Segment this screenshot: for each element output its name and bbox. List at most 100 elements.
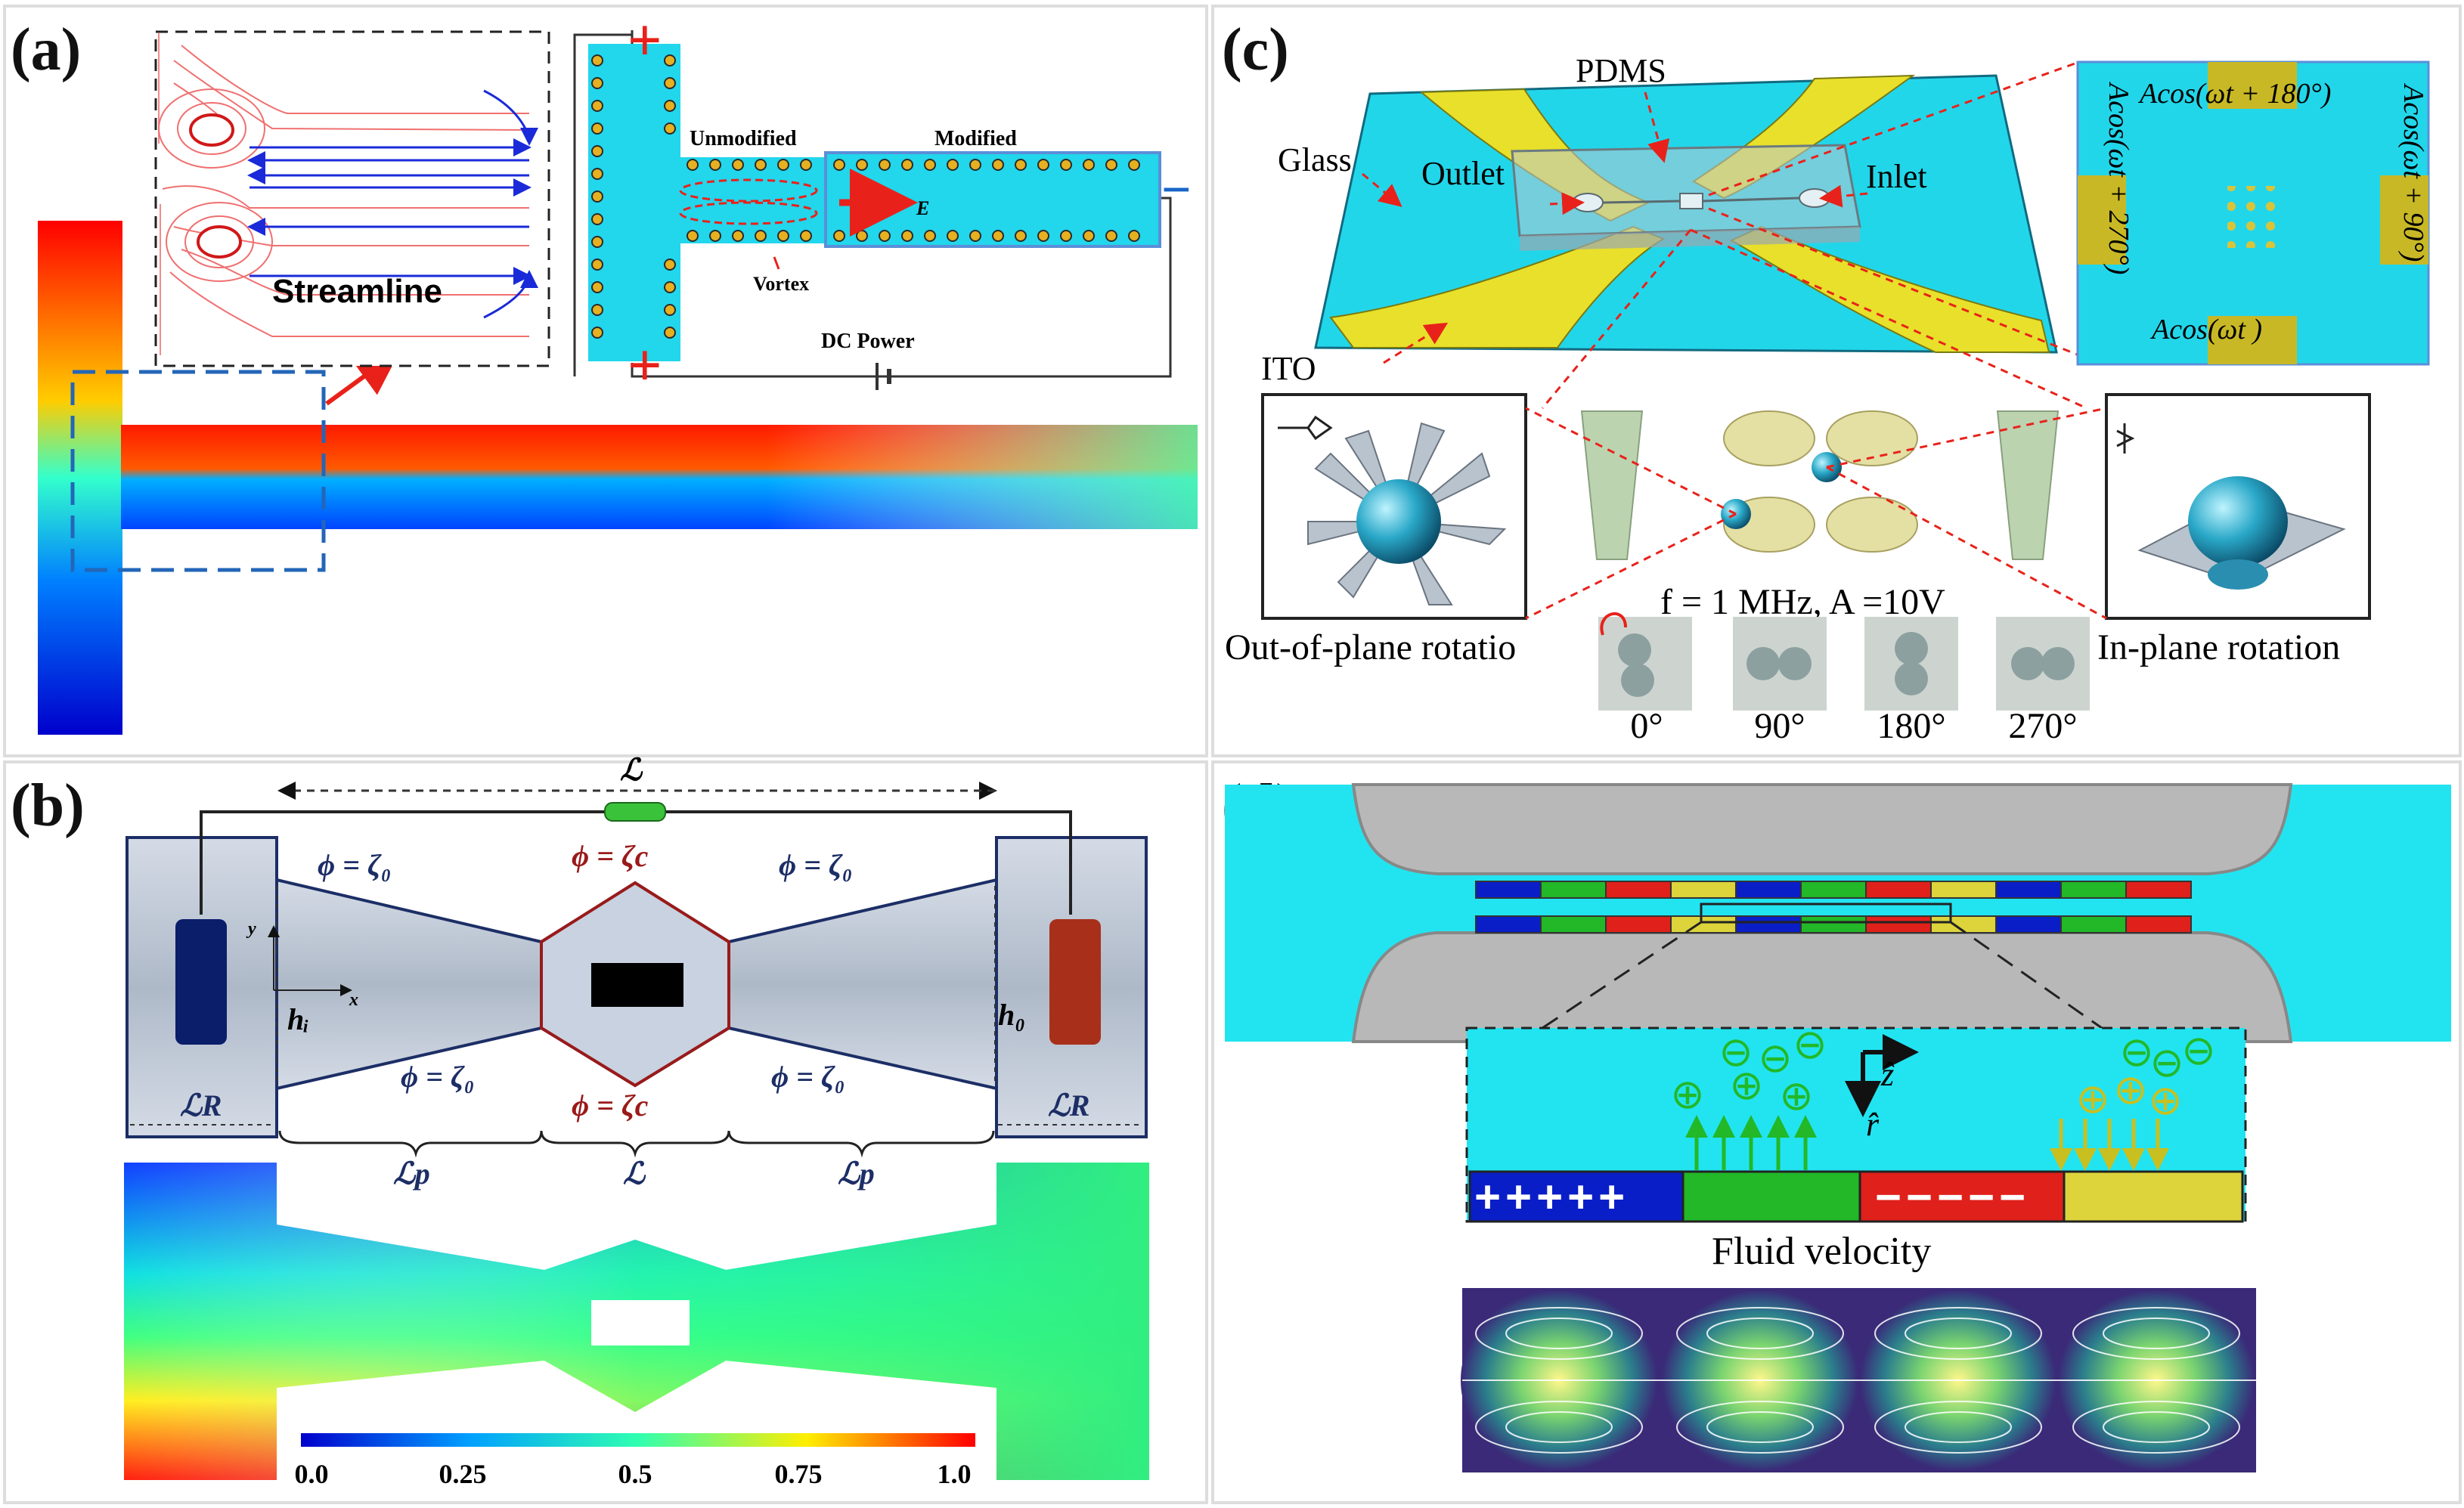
electrode-right (2380, 175, 2428, 265)
power-source (604, 802, 666, 822)
electrode-bar (1468, 1170, 2244, 1223)
panel-a: (a) (11, 8, 1198, 735)
particle-array (2227, 186, 2282, 248)
y-axis-label: y (246, 919, 256, 939)
length-total-label: ℒ (620, 753, 643, 787)
electrode-right (1049, 919, 1101, 1045)
surface-charges (591, 54, 1140, 339)
minus-signs: −−−−− (1875, 1172, 2030, 1222)
wall-bottom (1351, 931, 2293, 1043)
ion-minus: ⊖ (2149, 1040, 2184, 1085)
t-junction-channel-fade (121, 425, 1198, 529)
electrode-left (175, 919, 227, 1045)
pipe-left-label: ℒp (393, 1157, 430, 1191)
t-junction-vertical-arm (38, 221, 122, 735)
center-particle (591, 963, 683, 1007)
streamline-paths (158, 45, 530, 337)
yellow-arrows (2050, 1119, 2169, 1171)
quad-electrode-schematic (1525, 407, 2107, 620)
panel-b: (b) ℒ ϕ = ζ₀ ϕ = ζ₀ ϕ = ζ₀ ϕ = ζ₀ ϕ = ζc… (11, 753, 1149, 1489)
colorbar-ticks: 0.0 0.25 0.5 0.75 1.0 (295, 1459, 972, 1489)
rotation-glyph-vertical (2116, 423, 2135, 454)
ion-minus: ⊖ (1719, 1030, 1753, 1075)
ion-minus: ⊖ (1793, 1022, 1827, 1067)
in-plane-label: In-plane rotation (2097, 627, 2340, 667)
h-out-label: h₀ (998, 998, 1025, 1032)
wall-top (1351, 783, 2293, 875)
pipe-right-label: ℒp (838, 1157, 875, 1191)
bottom-braces (278, 1130, 995, 1158)
phase-bottom-label: Acos(ωt ) (2149, 314, 2262, 345)
quadrupole-inset: Acos(ωt + 180°) Acos(ωt ) Acos(ωt + 90°)… (2076, 60, 2430, 366)
colorbar (301, 1433, 975, 1447)
vortex-core-lower (197, 225, 242, 259)
panel-c: (c) PDMS Glass Outlet Inle (1222, 17, 2430, 746)
phi-wall-bottom-right: ϕ = ζ₀ (771, 1060, 845, 1094)
x-axis-label: x (349, 990, 358, 1010)
phi-center-top: ϕ = ζc (572, 839, 649, 873)
pdms-label: PDMS (1576, 52, 1666, 89)
phi-wall-top-left: ϕ = ζ₀ (318, 848, 392, 882)
z-axis-label: ẑ (1880, 1056, 1895, 1093)
panel-d: (d) +++ (1222, 773, 2451, 1472)
r-axis-label: r̂ (1866, 1106, 1880, 1143)
in-plane-inset (2105, 393, 2371, 620)
h-in-label: hᵢ (287, 1002, 309, 1036)
chamber (1679, 193, 1703, 209)
panel-b-letter: (b) (11, 773, 85, 839)
phi-center-bottom: ϕ = ζc (572, 1088, 649, 1122)
plus-terminal-bottom: + (628, 333, 662, 399)
ion-minus: ⊖ (2181, 1028, 2215, 1073)
ion-plus: ⊕ (1779, 1073, 1813, 1119)
unmodified-label: Unmodified (690, 127, 797, 150)
ion-minus: ⊖ (2119, 1030, 2153, 1075)
green-arrows (1685, 1115, 1817, 1170)
reservoir-left-label: ℒR (180, 1088, 222, 1122)
fluid-velocity-label: Fluid velocity (1712, 1230, 1931, 1273)
colorbar-tick: 0.5 (618, 1459, 652, 1489)
phi-wall-bottom-left: ϕ = ζ₀ (401, 1060, 475, 1094)
colorbar-tick: 1.0 (938, 1459, 972, 1489)
ion-plus: ⊕ (2113, 1067, 2147, 1113)
field-label: E (916, 197, 929, 219)
phase-right-label: Acos(ωt + 90°) (2397, 82, 2429, 262)
colorbar-tick: 0.0 (295, 1459, 329, 1489)
angle-labels: 0° 90° 180° 270° (1630, 706, 2077, 746)
streamline-blue-arrows (247, 89, 538, 319)
glass-label: Glass (1278, 141, 1352, 178)
phase-top-label: Acos(ωt + 180°) (2137, 78, 2331, 110)
center-length-label: ℒ (623, 1157, 646, 1191)
angle-label: 0° (1630, 706, 1663, 746)
angle-label: 180° (1877, 706, 1945, 746)
electrode-row-bottom (1475, 915, 2192, 934)
plus-signs: +++++ (1474, 1172, 1629, 1222)
panel-c-letter: (c) (1222, 17, 1289, 83)
phi-wall-top-right: ϕ = ζ₀ (779, 848, 853, 882)
outlet-label: Outlet (1421, 155, 1505, 192)
electrode-bottom (2208, 316, 2297, 364)
simulation-particle (591, 1300, 690, 1345)
streamline-label: Streamline (272, 273, 442, 310)
minus-terminal: − (1161, 161, 1192, 219)
zoom-region (1700, 903, 1952, 924)
in-plane-sphere (2188, 476, 2288, 567)
ion-symbols: ⊖ ⊖ ⊖ ⊕ ⊕ ⊕ ⊖ ⊖ ⊖ ⊕ ⊕ ⊕ (1670, 1022, 2215, 1123)
ion-minus: ⊖ (1758, 1036, 1792, 1081)
inlet-label: Inlet (1866, 158, 1927, 195)
circuit-wire-left (573, 33, 632, 376)
ion-plus: ⊕ (1670, 1072, 1704, 1117)
electrode-row-top (1475, 881, 2192, 899)
electrode-top (2208, 62, 2297, 109)
panel-a-letter: (a) (11, 17, 81, 83)
ito-label: ITO (1261, 350, 1316, 387)
vortex-ellipses (679, 178, 818, 225)
reservoir-right-label: ℒR (1048, 1088, 1090, 1122)
vortex-pointer (773, 256, 780, 270)
rotating-sphere (1356, 479, 1441, 564)
electrode-wires (200, 810, 1072, 915)
angle-label: 90° (1754, 706, 1805, 746)
phase-left-label: Acos(ωt + 270°) (2103, 81, 2134, 274)
rotation-glyph (1278, 415, 1333, 441)
angle-label: 270° (2008, 706, 2077, 746)
